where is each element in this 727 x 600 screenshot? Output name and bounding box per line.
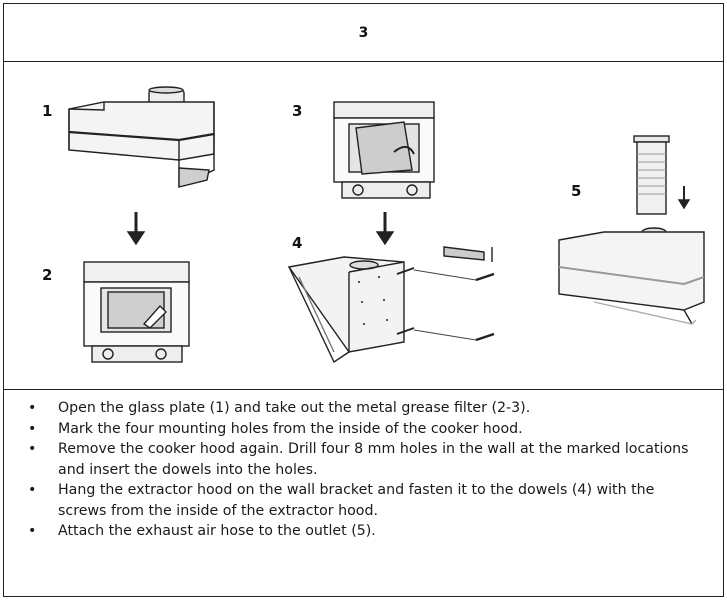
figure-label-5: 5 [571, 182, 582, 200]
list-item: •Remove the cooker hood again. Drill fou… [28, 441, 689, 478]
arrow-down-1-2 [126, 212, 146, 246]
hood-drawing-5 [558, 135, 705, 325]
hood-drawing-3 [333, 101, 435, 199]
instruction-panel: 3 [3, 3, 724, 597]
assembly-drawing [68, 86, 705, 364]
step-header: 3 [4, 4, 723, 62]
list-item: •Hang the extractor hood on the wall bra… [28, 482, 655, 519]
hood-drawing-4 [287, 246, 495, 364]
hood-drawing-1 [68, 86, 215, 188]
list-item: •Attach the exhaust air hose to the outl… [28, 523, 376, 539]
list-item: •Mark the four mounting holes from the i… [28, 420, 523, 437]
assembly-illustration: 1 2 3 4 5 [4, 62, 723, 390]
figure-label-2: 2 [42, 266, 53, 284]
hood-drawing-2 [83, 261, 190, 363]
figure-label-4: 4 [292, 234, 303, 252]
step-number: 3 [358, 24, 369, 41]
list-item: •Open the glass plate (1) and take out t… [28, 400, 531, 416]
figure-label-1: 1 [42, 102, 53, 120]
instruction-list: •Open the glass plate (1) and take out t… [4, 392, 723, 542]
figure-label-3: 3 [292, 102, 303, 120]
arrow-down-3-4 [375, 212, 395, 246]
